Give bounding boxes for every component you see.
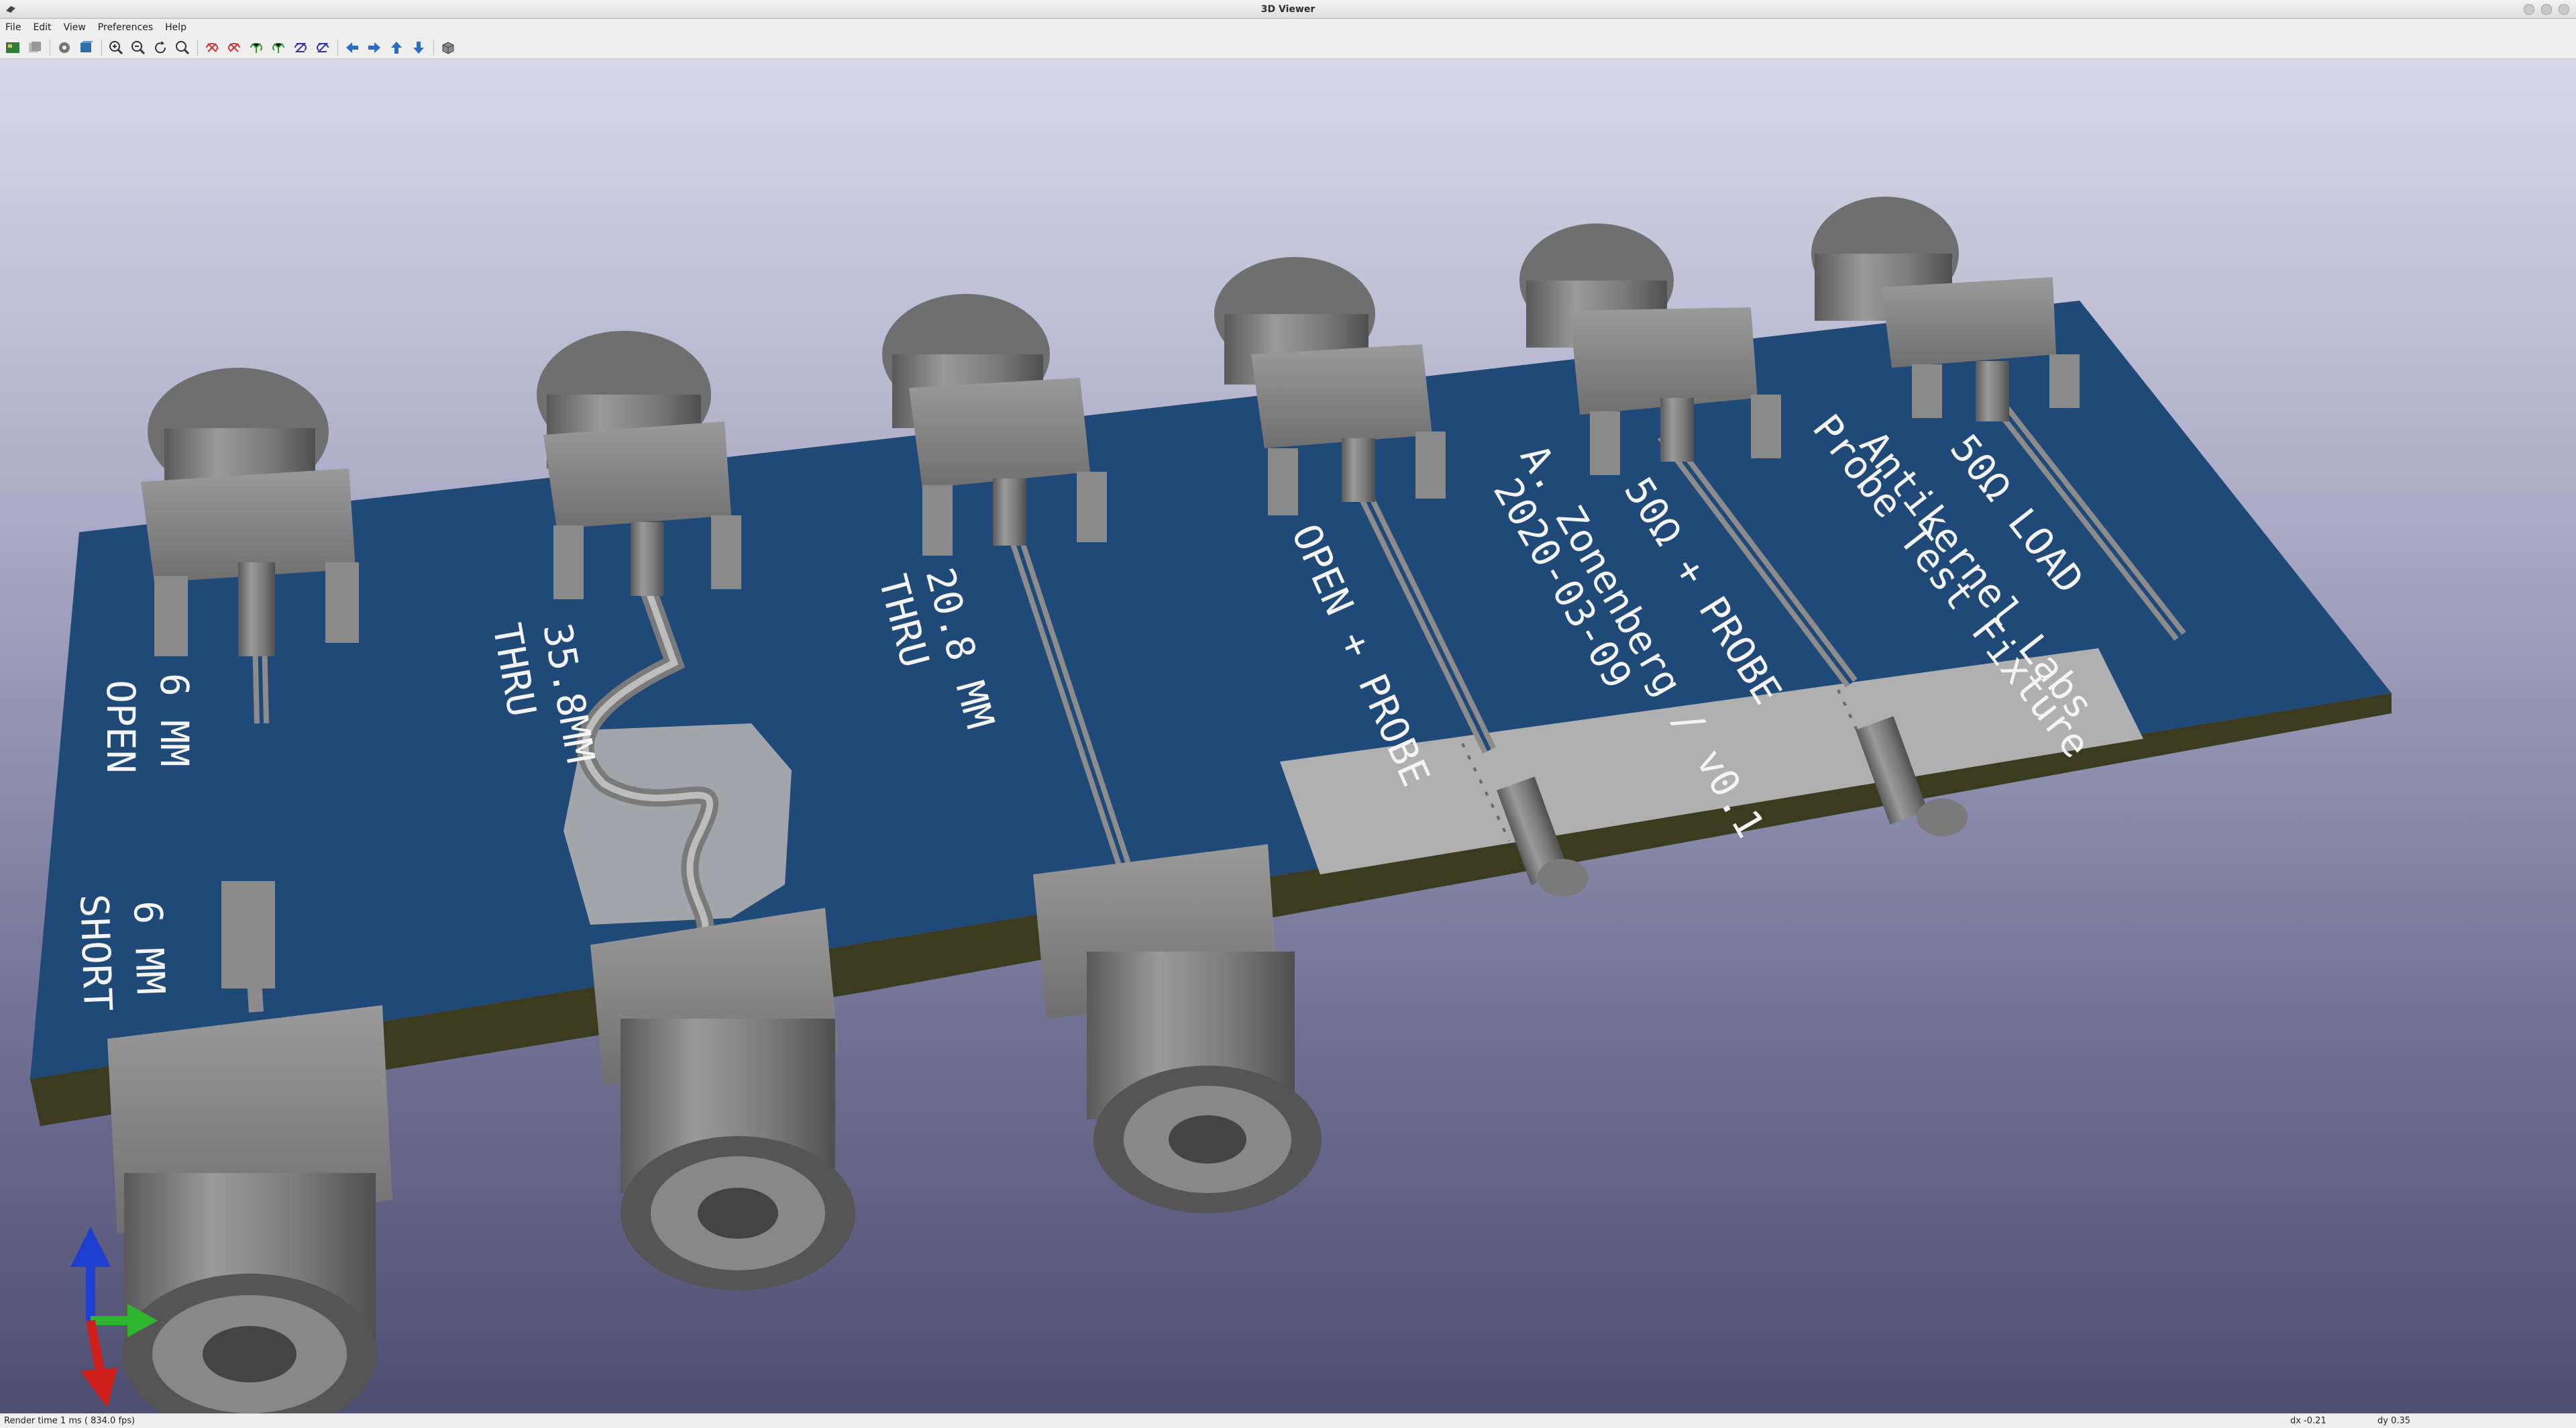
toolbar-separator (337, 39, 338, 56)
connector-bottom-2 (590, 908, 855, 1290)
3d-viewport[interactable]: 6 MM OPEN 35.8MM THRU 20.8 MM THRU OPEN … (0, 59, 2576, 1413)
connector-top-6 (1811, 197, 2080, 421)
window-title: 3D Viewer (1260, 3, 1316, 15)
reload-board-icon[interactable] (4, 39, 21, 56)
menu-help[interactable]: Help (165, 22, 187, 33)
move-left-icon[interactable] (343, 39, 361, 56)
rotate-y-cw-icon[interactable] (248, 39, 265, 56)
rotate-x-ccw-icon[interactable] (225, 39, 243, 56)
label-6mm-short-1: 6 MM (125, 900, 174, 995)
zoom-out-icon[interactable] (129, 39, 147, 56)
move-down-icon[interactable] (410, 39, 427, 56)
menu-edit[interactable]: Edit (33, 22, 52, 33)
menu-bar: File Edit View Preferences Help (0, 19, 2576, 36)
connector-top-3 (882, 294, 1107, 556)
rotate-y-ccw-icon[interactable] (270, 39, 287, 56)
ground-pad-area (1280, 648, 2143, 874)
label-6mm-open-1: 6 MM (152, 673, 197, 767)
view-ortho-icon[interactable] (439, 39, 457, 56)
connector-top-2 (537, 331, 741, 599)
status-bar: Render time 1 ms ( 834.0 fps) dx -0.21 d… (0, 1413, 2576, 1428)
status-dx: dx -0.21 (2290, 1416, 2326, 1426)
connector-top-5 (1519, 223, 1781, 475)
connector-top-1 (141, 368, 359, 656)
toolbar-separator (101, 39, 102, 56)
raytracing-icon[interactable] (78, 39, 95, 56)
rotate-z-cw-icon[interactable] (292, 39, 309, 56)
rotate-z-ccw-icon[interactable] (314, 39, 331, 56)
label-6mm-short-2: SHORT (71, 893, 121, 1012)
settings-gear-icon[interactable] (56, 39, 73, 56)
minimize-icon[interactable] (2524, 4, 2534, 15)
toolbar-separator (433, 39, 434, 56)
app-icon (6, 6, 15, 13)
zoom-fit-icon[interactable] (174, 39, 191, 56)
menu-file[interactable]: File (5, 22, 21, 33)
connector-top-4 (1214, 257, 1446, 515)
copy-image-icon[interactable] (26, 39, 44, 56)
close-icon[interactable] (2559, 4, 2569, 15)
rotate-x-cw-icon[interactable] (203, 39, 221, 56)
toolbar-separator (197, 39, 198, 56)
title-bar: 3D Viewer (0, 0, 2576, 19)
render-time: Render time 1 ms ( 834.0 fps) (4, 1416, 136, 1426)
axis-gizmo-icon (70, 1227, 158, 1408)
move-right-icon[interactable] (366, 39, 383, 56)
board-render: 6 MM OPEN 35.8MM THRU 20.8 MM THRU OPEN … (30, 197, 2392, 1413)
maximize-icon[interactable] (2541, 4, 2552, 15)
window-controls (2524, 4, 2569, 15)
label-6mm-open-2: OPEN (98, 680, 144, 774)
zoom-in-icon[interactable] (107, 39, 125, 56)
menu-view[interactable]: View (63, 22, 86, 33)
connector-bottom-1 (107, 881, 392, 1413)
status-dy: dy 0.35 (2377, 1416, 2411, 1426)
connector-bottom-3 (1033, 844, 1322, 1213)
redraw-icon[interactable] (152, 39, 169, 56)
probe-cylinders (1497, 716, 1968, 897)
meander-island (564, 723, 792, 925)
menu-preferences[interactable]: Preferences (97, 22, 154, 33)
toolbar (0, 36, 2576, 59)
move-up-icon[interactable] (388, 39, 405, 56)
